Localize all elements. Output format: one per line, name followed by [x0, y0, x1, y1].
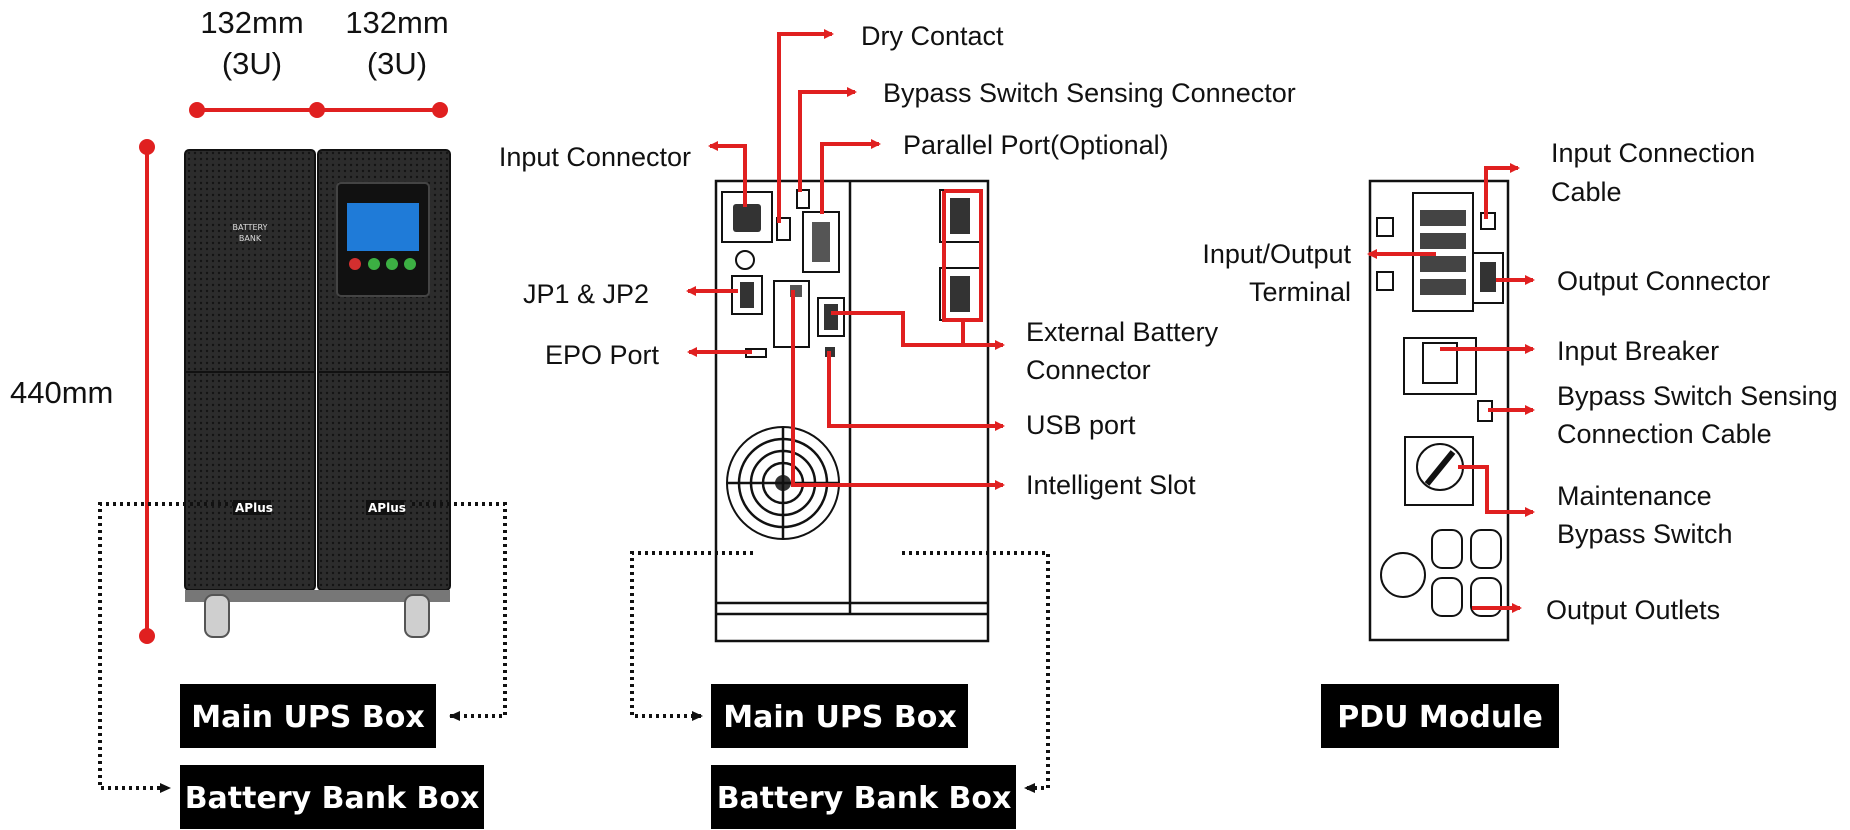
label-maintenance-bypass-2: Bypass Switch	[1557, 519, 1733, 549]
battery-bank-box-left: Battery Bank Box	[180, 765, 484, 829]
rear-panel	[714, 179, 990, 643]
label-output-outlets: Output Outlets	[1546, 595, 1720, 625]
label-input-connection-cable-2: Cable	[1551, 177, 1622, 207]
label-input-output-terminal-2: Terminal	[1249, 277, 1351, 307]
height-dimension-line	[139, 139, 155, 644]
label-input-breaker: Input Breaker	[1557, 336, 1719, 366]
battery-bank-box-left-text: Battery Bank Box	[185, 781, 480, 816]
dotted-connectors	[98, 502, 1050, 793]
button-icon-1	[368, 258, 380, 270]
main-ups-box-right: Main UPS Box	[711, 684, 968, 748]
label-bypass-sensing-cable-2: Connection Cable	[1557, 419, 1772, 449]
lcd-screen	[347, 203, 419, 251]
pdu-module-box-text: PDU Module	[1337, 700, 1543, 735]
label-output-connector: Output Connector	[1557, 266, 1770, 296]
front-view: BATTERY BANK APlus APlus	[184, 149, 451, 638]
width-left-units: (3U)	[222, 46, 282, 81]
brand-logo-right: APlus	[368, 501, 406, 515]
height-label: 440mm	[10, 375, 113, 410]
pdu-module	[1368, 179, 1510, 642]
main-ups-box-right-text: Main UPS Box	[723, 700, 956, 735]
label-jp1-jp2: JP1 & JP2	[523, 279, 649, 309]
label-dry-contact: Dry Contact	[861, 21, 1004, 51]
label-epo-port: EPO Port	[545, 340, 660, 370]
battery-bank-box-right-text: Battery Bank Box	[717, 781, 1012, 816]
width-dimension-line	[189, 102, 448, 118]
label-input-output-terminal-1: Input/Output	[1202, 239, 1351, 269]
label-bypass-sensing-cable-1: Bypass Switch Sensing	[1557, 381, 1838, 411]
label-external-battery-1: External Battery	[1026, 317, 1219, 347]
label-maintenance-bypass-1: Maintenance	[1557, 481, 1712, 511]
width-right-label: 132mm	[345, 5, 448, 40]
pdu-module-box: PDU Module	[1321, 684, 1559, 748]
button-icon-2	[386, 258, 398, 270]
battery-bank-box-right: Battery Bank Box	[711, 765, 1016, 829]
main-ups-box-left: Main UPS Box	[180, 684, 436, 748]
brand-logo-left: APlus	[235, 501, 273, 515]
label-parallel-port: Parallel Port(Optional)	[903, 130, 1169, 160]
battery-bank-text-1: BATTERY	[233, 223, 268, 232]
rear-callouts	[686, 29, 1005, 490]
button-icon-3	[404, 258, 416, 270]
power-button-icon	[349, 258, 361, 270]
caster-left	[204, 594, 230, 638]
width-left-label: 132mm	[200, 5, 303, 40]
main-ups-box-left-text: Main UPS Box	[191, 700, 424, 735]
battery-bank-cabinet	[184, 149, 316, 591]
label-intelligent-slot: Intelligent Slot	[1026, 470, 1196, 500]
width-right-units: (3U)	[367, 46, 427, 81]
label-external-battery-2: Connector	[1026, 355, 1151, 385]
pdu-callouts	[1367, 163, 1535, 613]
label-input-connection-cable-1: Input Connection	[1551, 138, 1755, 168]
label-input-connector: Input Connector	[499, 142, 691, 172]
battery-bank-text-2: BANK	[239, 234, 262, 243]
caster-right	[404, 594, 430, 638]
label-bypass-switch-sensing-connector: Bypass Switch Sensing Connector	[883, 78, 1296, 108]
label-usb-port: USB port	[1026, 410, 1136, 440]
